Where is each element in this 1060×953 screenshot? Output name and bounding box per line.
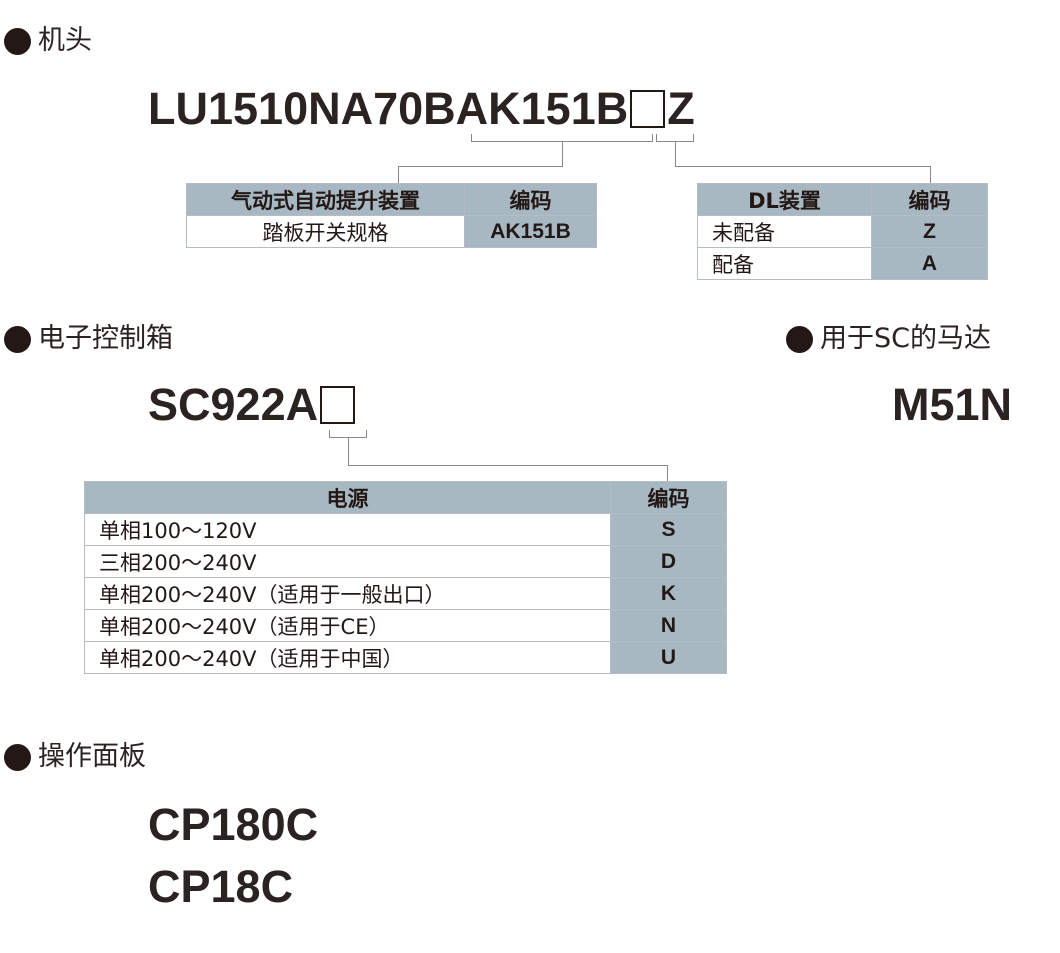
bullet-icon	[786, 325, 813, 353]
section-head-label: 机头	[38, 25, 92, 56]
option-box-icon	[630, 90, 666, 128]
table-cell: 单相200～240V（适用于一般出口）	[84, 577, 611, 610]
panel-model-code: CP18C	[148, 861, 294, 912]
section-control-box-title: 电子控制箱	[4, 322, 173, 356]
table-header: 编码	[871, 183, 988, 216]
motor-model-code: M51N	[892, 379, 1013, 430]
connector-line	[348, 465, 667, 466]
table-header: DL装置	[697, 183, 872, 216]
panel-model-code: CP180C	[148, 799, 319, 850]
table-header: 电源	[84, 481, 611, 514]
table-header: 编码	[464, 183, 597, 216]
section-panel-label: 操作面板	[38, 741, 146, 772]
connector-line	[398, 166, 563, 167]
table-code-cell: N	[610, 609, 727, 642]
table-row: 单相100～120V S	[84, 513, 727, 546]
section-panel-title: 操作面板	[4, 740, 146, 774]
control-box-model-prefix: SC922A	[148, 379, 319, 430]
table-code-cell: S	[610, 513, 727, 546]
connector-line	[930, 166, 931, 184]
connector-line	[667, 465, 668, 481]
lift-device-table: 气动式自动提升装置 编码 踏板开关规格 AK151B	[186, 183, 597, 248]
table-row: 单相200～240V（适用于CE） N	[84, 609, 727, 642]
table-cell: 单相200～240V（适用于中国）	[84, 641, 611, 674]
table-code-cell: K	[610, 577, 727, 610]
table-cell: 单相200～240V（适用于CE）	[84, 609, 611, 642]
power-supply-table: 电源 编码 单相100～120V S 三相200～240V D 单相200～24…	[84, 481, 727, 674]
bullet-icon	[4, 743, 31, 771]
table-code-cell: A	[871, 247, 988, 280]
table-row: 踏板开关规格 AK151B	[186, 215, 597, 248]
connector-line	[675, 142, 676, 166]
table-row: 未配备 Z	[697, 215, 988, 248]
dl-device-table: DL装置 编码 未配备 Z 配备 A	[697, 183, 988, 280]
code-bracket	[471, 134, 653, 142]
head-model-suffix: Z	[667, 83, 695, 134]
table-code-cell: U	[610, 641, 727, 674]
option-box-icon	[320, 386, 356, 424]
table-code-cell: D	[610, 545, 727, 578]
table-row: 三相200～240V D	[84, 545, 727, 578]
table-cell: 踏板开关规格	[186, 215, 465, 248]
control-box-model-code: SC922A	[148, 380, 357, 430]
table-cell: 三相200～240V	[84, 545, 611, 578]
connector-line	[348, 438, 349, 465]
table-header: 气动式自动提升装置	[186, 183, 465, 216]
head-model-code: LU1510NA70BAK151B Z	[148, 84, 695, 134]
bullet-icon	[4, 27, 31, 55]
table-cell: 未配备	[697, 215, 872, 248]
bullet-icon	[4, 325, 31, 353]
table-cell: 单相100～120V	[84, 513, 611, 546]
table-row: 配备 A	[697, 247, 988, 280]
head-model-prefix: LU1510NA70BAK151B	[148, 83, 629, 134]
table-code-cell: Z	[871, 215, 988, 248]
table-row: 单相200～240V（适用于中国） U	[84, 641, 727, 674]
code-bracket	[329, 430, 367, 438]
table-code-cell: AK151B	[464, 215, 597, 248]
code-bracket	[656, 134, 694, 142]
connector-line	[398, 166, 399, 184]
section-head-title: 机头	[4, 24, 92, 58]
table-header: 编码	[610, 481, 727, 514]
section-motor-title: 用于SC的马达	[786, 322, 991, 356]
table-row: 单相200～240V（适用于一般出口） K	[84, 577, 727, 610]
connector-line	[675, 166, 930, 167]
table-cell: 配备	[697, 247, 872, 280]
section-motor-label: 用于SC的马达	[820, 323, 991, 354]
section-control-box-label: 电子控制箱	[38, 323, 173, 354]
connector-line	[562, 142, 563, 166]
